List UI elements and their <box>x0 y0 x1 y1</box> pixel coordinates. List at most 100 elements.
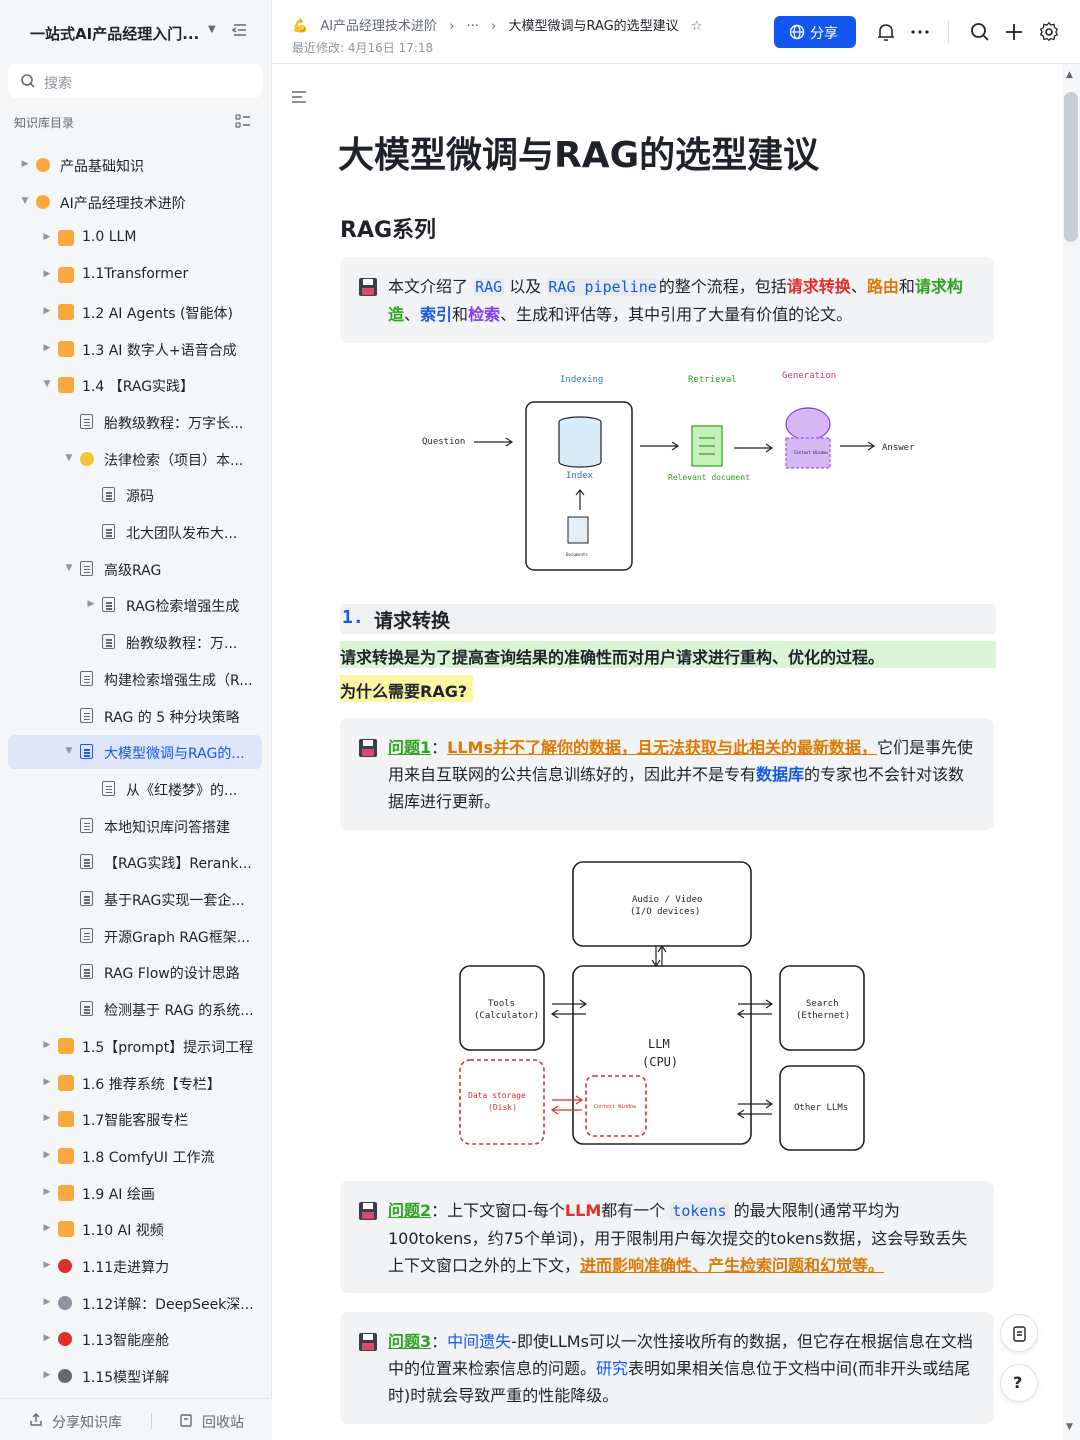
search-icon[interactable] <box>968 20 992 44</box>
plus-icon[interactable] <box>1002 20 1026 44</box>
scroll-down-icon[interactable]: ▼ <box>1066 1422 1073 1432</box>
chevron-right-icon[interactable]: ▶ <box>43 1370 51 1381</box>
chevron-right-icon[interactable]: ▶ <box>43 1113 51 1124</box>
sidebar-item[interactable]: 胎教级教程：万... <box>8 625 262 659</box>
sidebar-item[interactable]: ▶1.15模型详解 <box>8 1359 262 1393</box>
sidebar-item[interactable]: ▶1.2 AI Agents (智能体) <box>8 295 262 329</box>
chevron-right-icon[interactable]: ▶ <box>43 1223 51 1234</box>
more-icon[interactable] <box>908 20 932 44</box>
bell-icon[interactable] <box>874 20 898 44</box>
sidebar-item[interactable]: 源码 <box>8 478 262 512</box>
chevron-right-icon[interactable]: ▶ <box>43 232 51 243</box>
sidebar: 一站式AI产品经理入门... ▼ 搜索 知识库目录 ▶产品基础知识▼AI产品经理… <box>0 0 272 1440</box>
collapse-sidebar-icon[interactable] <box>230 20 250 40</box>
section-heading: RAG系列 <box>340 218 437 243</box>
folder-icon <box>58 1147 74 1164</box>
doc-assistant-icon <box>1013 1326 1026 1342</box>
share-knowledge-base-button[interactable]: 分享知识库 <box>52 1415 122 1431</box>
sidebar-item-label: 源码 <box>126 489 154 506</box>
sidebar-item[interactable]: ▶1.13智能座舱 <box>8 1322 262 1356</box>
sidebar-item[interactable]: ▶1.1Transformer <box>8 258 262 292</box>
table-of-contents-icon[interactable] <box>290 88 308 106</box>
chevron-down-icon[interactable]: ▼ <box>65 562 73 573</box>
sidebar-item[interactable]: ▼大模型微调与RAG的... <box>8 735 262 770</box>
folder-icon <box>58 1074 74 1091</box>
research-link[interactable]: 研究 <box>596 1359 629 1378</box>
sidebar-item[interactable]: ▶1.7智能客服专栏 <box>8 1102 262 1136</box>
sidebar-item-label: 1.6 推荐系统【专栏】 <box>82 1076 221 1093</box>
help-button[interactable]: ? <box>1000 1364 1038 1402</box>
sidebar-item[interactable]: ▼AI产品经理技术进阶 <box>8 185 262 219</box>
sidebar-item[interactable]: 本地知识库问答搭建 <box>8 809 262 843</box>
ai-assistant-button[interactable] <box>1000 1314 1038 1352</box>
chevron-down-icon[interactable]: ▼ <box>208 24 216 35</box>
question-mark-icon: ? <box>1013 1373 1023 1392</box>
label-context-window: Context Window <box>794 450 828 455</box>
share-button[interactable]: 分享 <box>774 16 856 48</box>
chevron-right-icon[interactable]: ▶ <box>21 159 29 169</box>
sidebar-item[interactable]: 【RAG实践】Rerank... <box>8 845 262 879</box>
highlight-yellow-line: 为什么需要RAG? <box>340 675 474 702</box>
rag-pipeline-diagram: Indexing Retrieval Generation Question I… <box>422 371 915 571</box>
sidebar-item[interactable]: ▶1.11走进算力 <box>8 1249 262 1283</box>
chevron-down-icon[interactable]: ▼ <box>65 452 73 463</box>
chevron-right-icon[interactable]: ▶ <box>43 1333 51 1344</box>
chevron-right-icon[interactable]: ▶ <box>43 269 51 280</box>
breadcrumb-current[interactable]: 大模型微调与RAG的选型建议 <box>508 19 679 34</box>
sidebar-item[interactable]: RAG 的 5 种分块策略 <box>8 699 262 733</box>
trash-button[interactable]: 回收站 <box>202 1415 244 1431</box>
scrollbar[interactable]: ▲ ▼ <box>1062 64 1080 1440</box>
sidebar-item[interactable]: 基于RAG实现一套企... <box>8 882 262 916</box>
sidebar-item[interactable]: ▶产品基础知识 <box>8 148 262 182</box>
sidebar-item[interactable]: 北大团队发布大... <box>8 515 262 549</box>
arrow-docs-up <box>575 489 585 510</box>
sidebar-item[interactable]: ▼高级RAG <box>8 552 262 586</box>
chevron-right-icon[interactable]: ▶ <box>43 1186 51 1197</box>
sidebar-item[interactable]: ▼法律检索（项目）本... <box>8 442 262 476</box>
sidebar-item[interactable]: ▶RAG检索增强生成 <box>8 588 262 622</box>
sidebar-item[interactable]: ▶ 1.6 推荐系统【专栏】 <box>8 1066 262 1100</box>
breadcrumb-item[interactable]: AI产品经理技术进阶 <box>320 19 438 34</box>
search-input[interactable]: 搜索 <box>8 64 262 98</box>
chevron-right-icon[interactable]: ▶ <box>43 1149 51 1160</box>
scroll-up-icon[interactable]: ▲ <box>1066 70 1073 80</box>
floppy-icon <box>359 1333 377 1351</box>
chevron-down-icon[interactable]: ▼ <box>65 746 73 757</box>
tree-options-icon[interactable] <box>234 112 252 130</box>
sidebar-item-label: 北大团队发布大... <box>126 526 238 542</box>
doc-icon <box>102 487 115 503</box>
gear-icon[interactable] <box>1037 20 1061 44</box>
chevron-down-icon[interactable]: ▼ <box>43 379 51 390</box>
highlight-text: 请求转换是为了提高查询结果的准确性而对用户请求进行重构、优化的过程。 <box>340 648 885 667</box>
keyword: 请求构造 <box>388 277 963 324</box>
chevron-right-icon[interactable]: ▶ <box>43 1260 51 1270</box>
sidebar-item[interactable]: ▶1.12详解：DeepSeek深... <box>8 1286 262 1320</box>
sidebar-item[interactable]: ▶1.3 AI 数字人+语音合成 <box>8 332 262 366</box>
chevron-right-icon[interactable]: ▶ <box>43 342 51 353</box>
sidebar-item[interactable]: 从《红楼梦》的... <box>8 772 262 806</box>
chevron-right-icon[interactable]: ▶ <box>43 1296 51 1307</box>
sidebar-item[interactable]: RAG Flow的设计思路 <box>8 955 262 989</box>
sidebar-item[interactable]: 开源Graph RAG框架... <box>8 919 262 953</box>
sidebar-item[interactable]: ▶1.5【prompt】提示词工程 <box>8 1029 262 1063</box>
sidebar-item[interactable]: 胎教级教程：万字长... <box>8 405 262 439</box>
documents-icon <box>567 516 589 544</box>
sidebar-item[interactable]: ▶1.0 LLM <box>8 221 262 255</box>
sidebar-item[interactable]: ▶1.10 AI 视频 <box>8 1212 262 1246</box>
breadcrumb-more[interactable]: ··· <box>466 19 479 34</box>
chevron-right-icon[interactable]: ▶ <box>87 599 95 610</box>
header-divider <box>948 20 949 44</box>
chevron-right-icon[interactable]: ▶ <box>43 1076 51 1087</box>
sidebar-item[interactable]: 检测基于 RAG 的系统... <box>8 992 262 1026</box>
chevron-right-icon[interactable]: ▶ <box>43 1039 51 1050</box>
question-label: 问题2 <box>388 1201 432 1220</box>
star-icon[interactable]: ☆ <box>690 19 703 34</box>
chevron-down-icon[interactable]: ▼ <box>21 195 29 206</box>
chevron-right-icon[interactable]: ▶ <box>43 305 51 316</box>
scrollbar-thumb[interactable] <box>1064 92 1078 242</box>
sidebar-item[interactable]: ▼1.4 【RAG实践】 <box>8 368 262 402</box>
sidebar-item[interactable]: ▶1.9 AI 绘画 <box>8 1176 262 1210</box>
knowledge-base-title[interactable]: 一站式AI产品经理入门... <box>30 25 200 43</box>
sidebar-item[interactable]: ▶1.8 ComfyUI 工作流 <box>8 1139 262 1173</box>
sidebar-item[interactable]: 构建检索增强生成（R... <box>8 662 262 696</box>
